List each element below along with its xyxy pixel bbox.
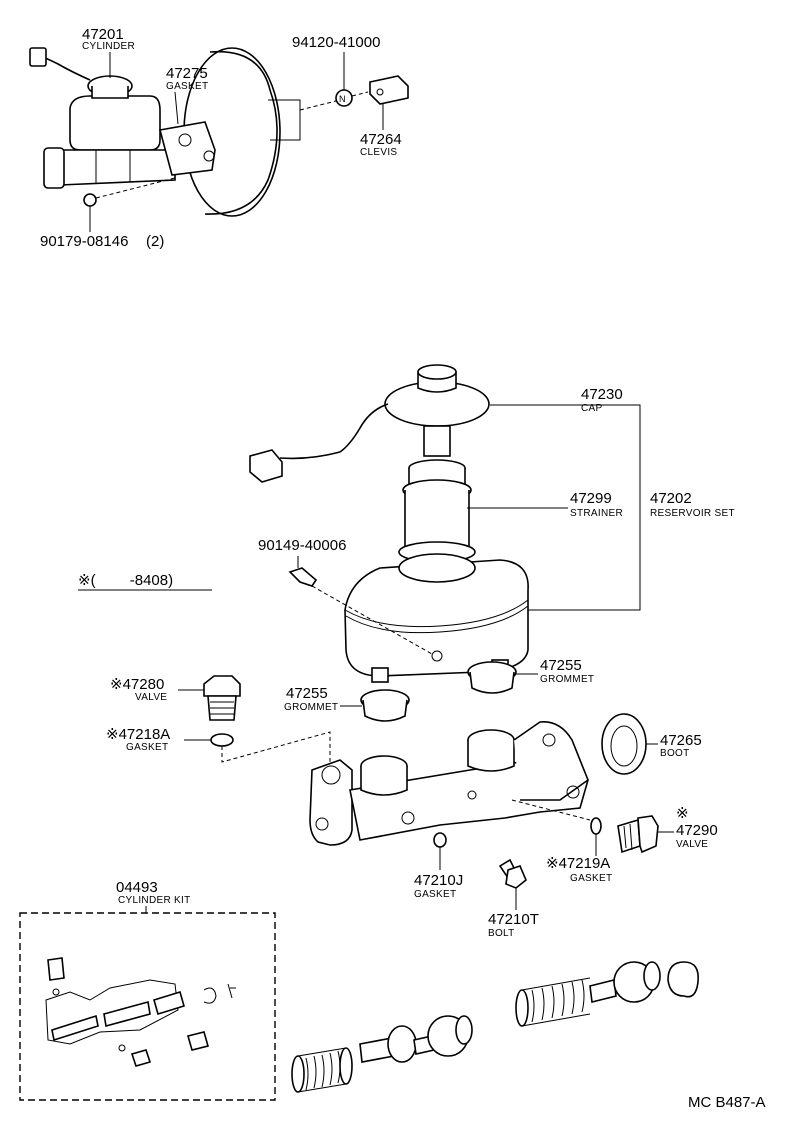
label-valve-a: VALVE xyxy=(135,692,167,703)
label-gasket-j: GASKET xyxy=(414,889,456,900)
nut-symbol: N xyxy=(339,94,346,104)
label-grommet-right: GROMMET xyxy=(540,674,594,685)
label-47230: 47230 xyxy=(581,386,623,403)
spring-left xyxy=(291,1047,353,1093)
valve-47290-drawing xyxy=(617,815,659,854)
screw-drawing xyxy=(288,567,433,655)
label-cap: CAP xyxy=(581,403,602,414)
label-90149-40006: 90149-40006 xyxy=(258,537,346,554)
figure-code: MC B487-A xyxy=(688,1094,766,1111)
valve-47280-drawing xyxy=(203,675,241,721)
label-47299: 47299 xyxy=(570,490,612,507)
snap-ring xyxy=(667,961,700,998)
label-reservoir-set: RESERVOIR SET xyxy=(650,508,735,519)
label-47201: 47201 xyxy=(82,26,124,43)
strainer-drawing xyxy=(398,459,476,563)
kit-contents-drawing xyxy=(45,957,236,1067)
label-valve-b: VALVE xyxy=(676,839,708,850)
label-47210j: 47210J xyxy=(414,872,463,889)
body-assembly: ※47280 VALVE ※47218A GASKET 47255 GROMME… xyxy=(106,657,718,939)
master-cylinder-drawing xyxy=(29,47,216,189)
spring-right xyxy=(515,977,591,1027)
label-gasket-top: GASKET xyxy=(166,81,208,92)
cap-drawing xyxy=(249,364,490,483)
grommet-left-drawing xyxy=(360,689,410,722)
gasket-47219a-drawing xyxy=(590,817,602,835)
internals-drawing xyxy=(291,961,700,1093)
reservoir-tank-drawing xyxy=(344,553,529,683)
label-bolt: BOLT xyxy=(488,928,515,939)
label-clevis: CLEVIS xyxy=(360,147,397,158)
label-47280: ※47280 xyxy=(110,676,164,693)
label-strainer: STRAINER xyxy=(570,508,623,519)
brake-booster-drawing xyxy=(183,47,341,217)
label-47255-right: 47255 xyxy=(540,657,582,674)
label-47219a: ※47219A xyxy=(546,855,610,872)
label-washer-qty: (2) xyxy=(146,233,164,250)
boot-drawing xyxy=(601,713,647,775)
cylinder-kit: 04493 CYLINDER KIT xyxy=(19,879,276,1101)
label-47265: 47265 xyxy=(660,732,702,749)
nut-clevis-drawing: N xyxy=(335,75,409,107)
label-90179-08146: 90179-08146 xyxy=(40,233,128,250)
dash-47218a xyxy=(221,731,331,775)
reservoir-set-bracket xyxy=(490,404,641,611)
note-8408: ※( -8408) xyxy=(78,572,173,589)
bolt-47210t-drawing xyxy=(498,858,527,889)
label-gasket-a: GASKET xyxy=(126,742,168,753)
label-94120-41000: 94120-41000 xyxy=(292,34,380,51)
label-cylinder-kit: CYLINDER KIT xyxy=(118,895,191,906)
cylinder-body-drawing xyxy=(309,721,591,846)
label-04493: 04493 xyxy=(116,879,158,896)
label-47255-left: 47255 xyxy=(286,685,328,702)
label-cylinder: CYLINDER xyxy=(82,41,135,52)
label-47290-mark: ※ xyxy=(676,805,689,822)
kit-box xyxy=(19,912,276,1101)
label-47210t: 47210T xyxy=(488,911,539,928)
label-gasket-b: GASKET xyxy=(570,873,612,884)
label-47264: 47264 xyxy=(360,131,402,148)
gasket-47210j-drawing xyxy=(433,832,447,848)
label-47275: 47275 xyxy=(166,65,208,82)
label-47202: 47202 xyxy=(650,490,692,507)
piston-right xyxy=(589,961,661,1003)
reservoir-assembly: 47230 CAP 47299 STRAINER 47202 RESERVOIR… xyxy=(249,364,735,683)
label-grommet-left: GROMMET xyxy=(284,702,338,713)
gasket-47218a-drawing xyxy=(210,733,234,747)
top-assembly: N 47201 CYLINDER 47275 GASKET 94120-4100… xyxy=(29,26,409,250)
label-boot: BOOT xyxy=(660,748,690,759)
piston-left xyxy=(359,1015,473,1063)
label-47218a: ※47218A xyxy=(106,726,170,743)
grommet-right-drawing xyxy=(467,661,517,694)
label-47290: 47290 xyxy=(676,822,718,839)
